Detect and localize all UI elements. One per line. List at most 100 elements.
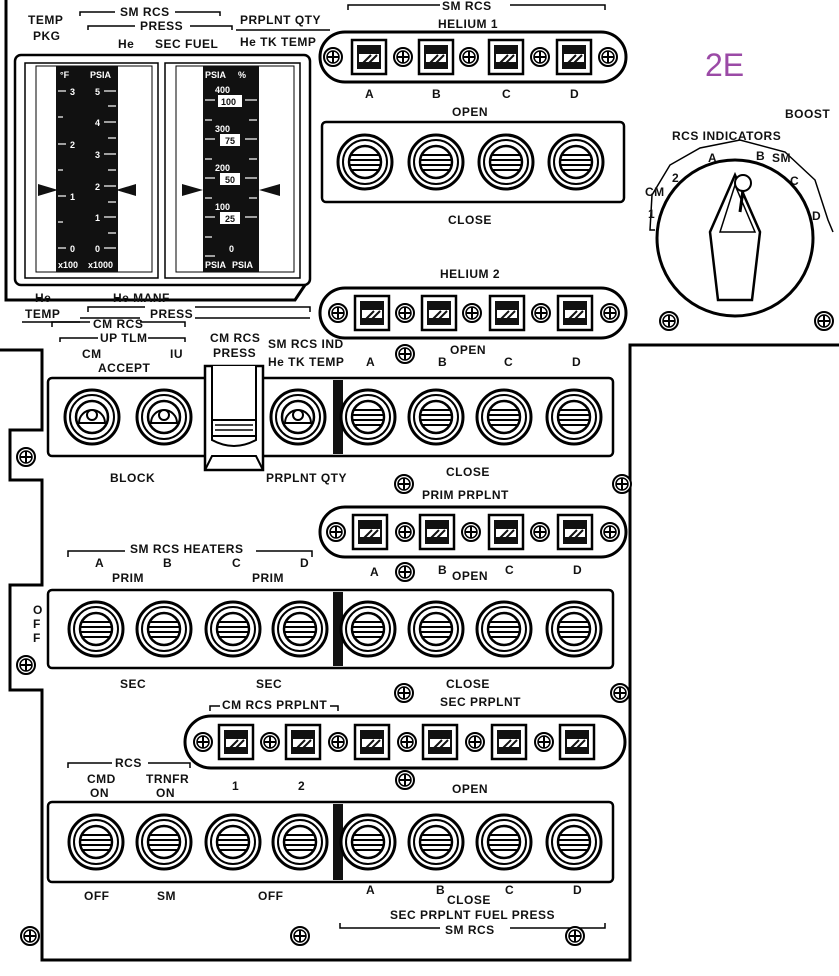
prim-prplnt-switch-d[interactable] — [545, 600, 603, 658]
label-cmd: CMD — [87, 772, 116, 786]
label-he: He — [118, 37, 134, 51]
helium1-indicator-c — [487, 38, 525, 76]
label-he-tk-temp: He TK TEMP — [240, 35, 316, 49]
gauge-left-header-r: PSIA — [90, 70, 112, 80]
gauge-left-tick-r4: 1 — [95, 213, 100, 223]
rotary-pos-b: B — [756, 149, 765, 163]
sm-rcs-heater-switch-c[interactable] — [204, 600, 262, 658]
he-tk-temp-switch-c[interactable] — [475, 388, 533, 446]
gauge-left-tick-r5: 0 — [95, 244, 100, 254]
helium1-switch-b[interactable] — [407, 133, 465, 191]
label-pp-a: A — [370, 565, 379, 579]
sec-prplnt-indicator-c — [490, 723, 528, 761]
sec-prplnt-switch-d[interactable] — [545, 813, 603, 871]
label-helium2: HELIUM 2 — [440, 267, 500, 281]
gauge-right-tick-r3: 25 — [225, 214, 235, 224]
helium1-switch-a[interactable] — [336, 133, 394, 191]
sec-prplnt-switch-a[interactable] — [339, 813, 397, 871]
cm-rcs-press-switch[interactable] — [203, 364, 265, 472]
label-he-temp-a: He — [35, 291, 51, 305]
rotary-pos-cm: CM — [645, 185, 665, 199]
rotary-pos-sm: SM — [772, 151, 791, 165]
helium1-indicator-b — [417, 38, 455, 76]
cm-rcs-up-tlm-iu-switch[interactable] — [135, 388, 193, 446]
label-one: 1 — [232, 779, 239, 793]
cm-rcs-prplnt-indicator-2 — [284, 723, 322, 761]
label-accept: ACCEPT — [98, 361, 151, 375]
label-block: BLOCK — [110, 471, 155, 485]
he-tk-temp-switch-b[interactable] — [407, 388, 465, 446]
label-press2: PRESS — [150, 307, 193, 321]
gauge-right-tick-l4: 0 — [229, 244, 234, 254]
helium1-switch-bank — [320, 120, 626, 204]
label-pp-open: OPEN — [452, 569, 488, 583]
label-he-tk-temp2: He TK TEMP — [268, 355, 344, 369]
label-pp-d: D — [573, 563, 582, 577]
label-two: 2 — [298, 779, 305, 793]
sm-rcs-heater-switch-d[interactable] — [271, 600, 329, 658]
label-off-f1: F — [33, 617, 41, 631]
prim-prplnt-switch-b[interactable] — [407, 600, 465, 658]
sm-rcs-ind-switch[interactable] — [269, 388, 327, 446]
gauge-left-pointer-left — [38, 184, 58, 196]
label-heater-d: D — [300, 556, 309, 570]
gauge-left-footer-r: x1000 — [88, 260, 113, 270]
label-sec-fuel: SEC FUEL — [155, 37, 218, 51]
he-tk-temp-switch-d[interactable] — [545, 388, 603, 446]
label-pkg: PKG — [33, 29, 61, 43]
helium1-indicator-a — [350, 38, 388, 76]
label-row3-a: A — [366, 883, 375, 897]
rcs-trnfr-switch[interactable] — [135, 813, 193, 871]
helium1-switch-c[interactable] — [477, 133, 535, 191]
sm-rcs-heater-switch-b[interactable] — [135, 600, 193, 658]
label-sm-rcs-top: SM RCS — [120, 5, 170, 19]
cm-rcs-up-tlm-cm-switch[interactable] — [63, 388, 121, 446]
label-row3-close: CLOSE — [447, 893, 491, 907]
helium1-switch-d[interactable] — [547, 133, 605, 191]
label-sm-rcs-heaters: SM RCS HEATERS — [130, 542, 243, 556]
label-off-rcs: OFF — [84, 889, 110, 903]
gauge-right-tick-l1: 300 — [215, 124, 230, 134]
prim-prplnt-indicator-d — [556, 513, 594, 551]
he-tk-temp-switch-a[interactable] — [339, 388, 397, 446]
prim-prplnt-indicator-a — [351, 513, 389, 551]
label-row1-c: C — [504, 355, 513, 369]
helium2-indicator-b — [420, 294, 458, 332]
rotary-pos-d: D — [812, 209, 821, 223]
label-off-o: O — [33, 603, 43, 617]
label-prplnt-qty: PRPLNT QTY — [240, 13, 321, 27]
prim-prplnt-switch-c[interactable] — [475, 600, 533, 658]
sec-prplnt-switch-b[interactable] — [407, 813, 465, 871]
prim-prplnt-switch-a[interactable] — [339, 600, 397, 658]
sec-prplnt-indicator-b — [421, 723, 459, 761]
label-sm-rcs-helium: SM RCS — [442, 0, 492, 13]
sec-prplnt-indicator-d — [558, 723, 596, 761]
label-h1-open: OPEN — [452, 105, 488, 119]
helium2-indicator-a — [353, 294, 391, 332]
label-iu: IU — [170, 347, 183, 361]
gauge-right-pointer-left — [182, 184, 203, 196]
sm-rcs-heater-switch-a[interactable] — [67, 600, 125, 658]
label-rcs-indicators: RCS INDICATORS — [672, 129, 781, 143]
label-sec-prplnt: SEC PRPLNT — [440, 695, 521, 709]
label-row1-b: B — [438, 355, 447, 369]
rcs-indicators-rotary-switch[interactable] — [655, 158, 815, 318]
gauge-left-tick-r2: 3 — [95, 150, 100, 160]
sec-prplnt-switch-c[interactable] — [475, 813, 533, 871]
label-on-cmd: ON — [90, 786, 109, 800]
cm-rcs-prplnt-switch-2[interactable] — [271, 813, 329, 871]
label-sec-prplnt-fuel-press: SEC PRPLNT FUEL PRESS — [390, 908, 555, 922]
label-pp-c: C — [505, 563, 514, 577]
label-prplnt-qty2: PRPLNT QTY — [266, 471, 347, 485]
gauge-left-header-l: °F — [60, 70, 70, 80]
cm-rcs-prplnt-switch-1[interactable] — [204, 813, 262, 871]
helium1-indicator-d — [555, 38, 593, 76]
rcs-cmd-switch[interactable] — [67, 813, 125, 871]
label-cm-rcs: CM RCS — [93, 317, 143, 331]
label-sm: SM — [157, 889, 176, 903]
label-trnfr: TRNFR — [146, 772, 189, 786]
label-prim-cd: PRIM — [252, 571, 284, 585]
label-sm-rcs-bottom: SM RCS — [445, 923, 495, 937]
label-cm: CM — [82, 347, 102, 361]
gauge-left-pointer-right — [116, 184, 136, 196]
